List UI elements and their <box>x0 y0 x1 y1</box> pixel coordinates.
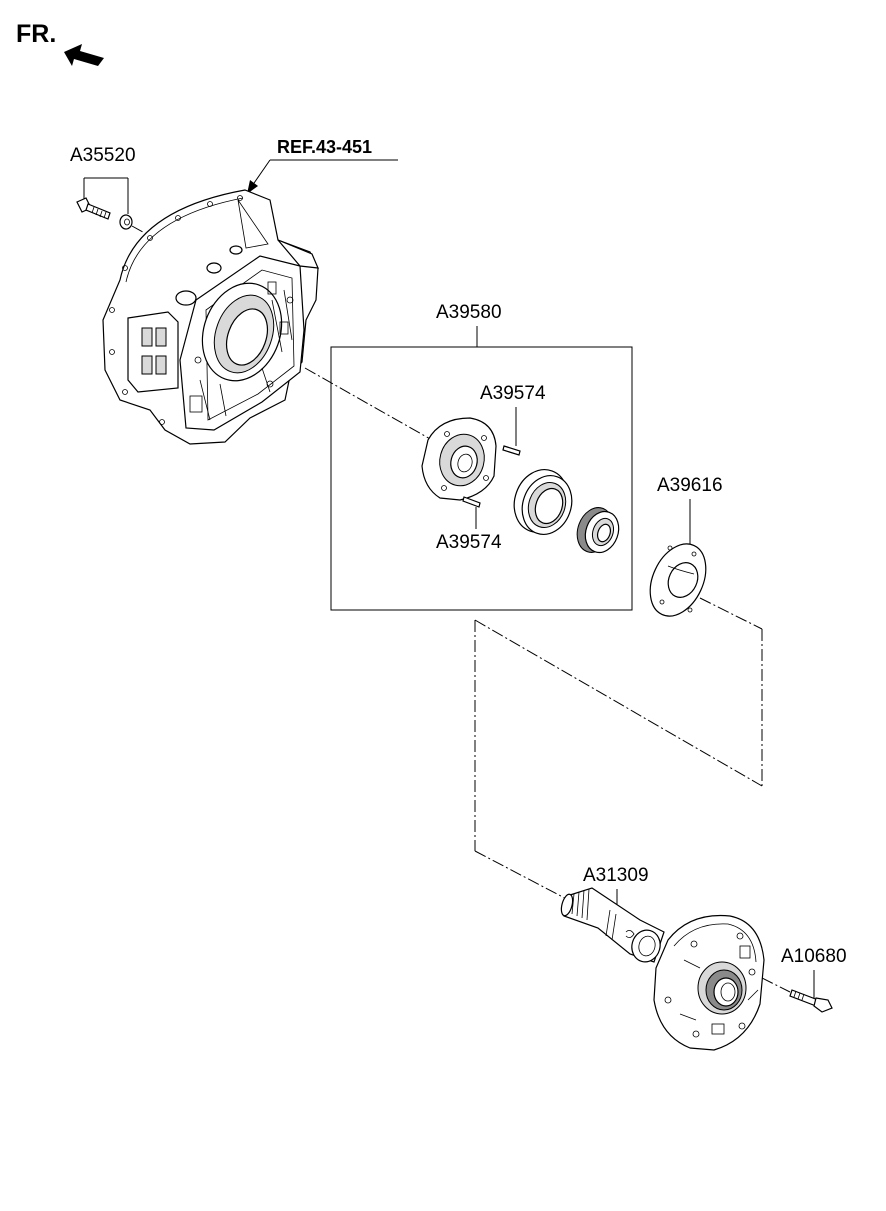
pump-housing <box>421 417 497 501</box>
reference-callout: REF.43-451 <box>247 137 398 194</box>
pin-lower-label: A39574 <box>436 532 502 553</box>
pump-assembly-label: A39580 <box>436 302 502 323</box>
gasket-callout: A39616 <box>657 475 723 545</box>
front-arrow-icon <box>64 44 104 66</box>
input-shaft-label: A31309 <box>583 865 649 886</box>
oil-pump-cover-part <box>653 914 765 1051</box>
pin-lower-callout: A39574 <box>436 496 502 553</box>
pin-upper-part <box>502 445 521 456</box>
pin-lower-part <box>462 496 481 508</box>
ref-arrow-icon <box>247 180 258 194</box>
bolt-part <box>76 197 111 220</box>
pump-bolt-part <box>789 989 833 1013</box>
gasket-label: A39616 <box>657 475 723 496</box>
pin-upper-label: A39574 <box>480 383 546 404</box>
pump-bolt-callout: A10680 <box>781 946 847 1000</box>
washer-part <box>119 214 133 230</box>
pump-assembly-callout: A39580 <box>330 302 633 611</box>
pump-bolt-label: A10680 <box>781 946 847 967</box>
pump-assembly-box <box>330 346 633 611</box>
pin-upper-callout: A39574 <box>480 383 546 456</box>
inner-gear-part <box>576 507 620 554</box>
input-shaft-part <box>560 887 665 963</box>
orientation-indicator: FR. <box>16 20 104 66</box>
gasket-part <box>649 543 707 617</box>
outer-gear-part <box>513 469 573 535</box>
reference-label: REF.43-451 <box>277 137 372 157</box>
bolt-washer-label: A35520 <box>70 145 136 166</box>
orientation-label: FR. <box>16 20 56 48</box>
bolt-washer-callout: A35520 <box>70 145 136 214</box>
transmission-housing <box>102 189 319 445</box>
